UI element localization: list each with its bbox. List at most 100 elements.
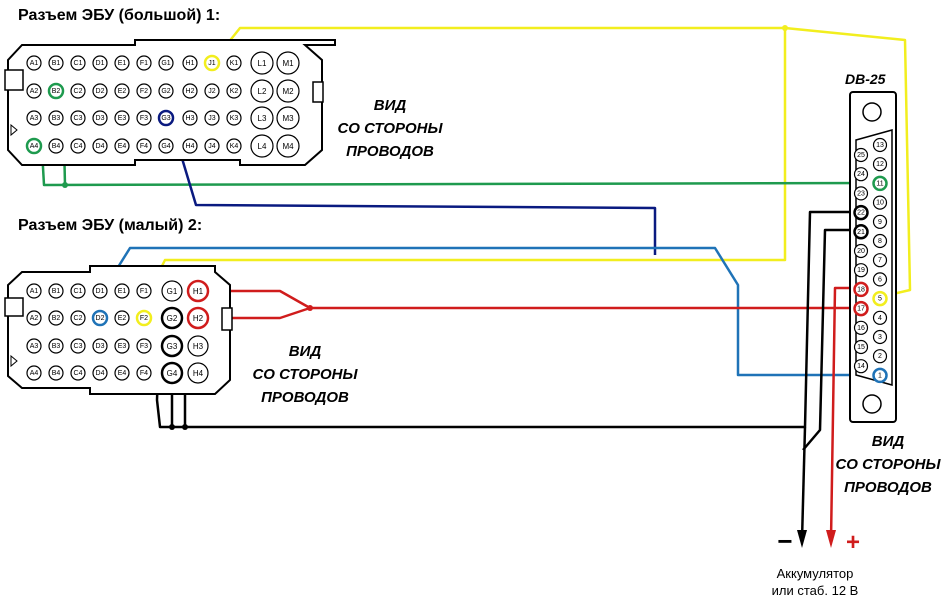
pin-circle bbox=[48, 310, 64, 326]
pin-label: B2 bbox=[52, 88, 61, 95]
small-pin-B3: B3 bbox=[48, 338, 64, 354]
pin-label: L4 bbox=[258, 142, 267, 151]
pin-label: E1 bbox=[118, 60, 127, 67]
pin-label: 10 bbox=[876, 200, 884, 207]
pin-label: A1 bbox=[30, 60, 39, 67]
pin-label: H3 bbox=[193, 342, 204, 351]
pin-label: B4 bbox=[52, 143, 61, 150]
pin-circle bbox=[158, 55, 174, 71]
battery-label: Аккумулятор bbox=[777, 566, 854, 581]
pin-label: K1 bbox=[230, 60, 239, 67]
view-label-line: ПРОВОДОВ bbox=[346, 143, 434, 160]
big-pin-F4: F4 bbox=[136, 138, 152, 154]
pin-label: H1 bbox=[193, 287, 204, 296]
big-pin-D3: D3 bbox=[92, 110, 108, 126]
pin-label: E3 bbox=[118, 115, 127, 122]
view-label-line: ВИД bbox=[872, 433, 905, 450]
labels: Разъем ЭБУ (большой) 1: Разъем ЭБУ (малы… bbox=[18, 7, 942, 598]
pin-circle bbox=[276, 79, 300, 103]
big-pin-E2: E2 bbox=[114, 83, 130, 99]
small-pin-F1: F1 bbox=[136, 283, 152, 299]
pin-label: J2 bbox=[208, 88, 216, 95]
pin-circle bbox=[70, 83, 86, 99]
pin-label: D4 bbox=[96, 143, 105, 150]
db25-pin-25: 25 bbox=[853, 147, 869, 163]
pin-label: A4 bbox=[30, 370, 39, 377]
pin-label: F3 bbox=[140, 343, 148, 350]
pin-label: H2 bbox=[193, 314, 204, 323]
small-connector-latch bbox=[4, 297, 24, 317]
small-connector-key bbox=[221, 307, 233, 331]
db25-pin-17: 17 bbox=[853, 300, 869, 317]
pin-circle bbox=[92, 365, 108, 381]
pin-circle bbox=[48, 338, 64, 354]
pin-circle bbox=[48, 283, 64, 299]
pin-circle bbox=[160, 334, 184, 358]
pin-label: D3 bbox=[96, 343, 105, 350]
minus-arrow-icon bbox=[797, 530, 807, 548]
small-pin-E2: E2 bbox=[114, 310, 130, 326]
pin-circle bbox=[136, 110, 152, 126]
small-pin-C2: C2 bbox=[70, 310, 86, 326]
big-connector-arrow-icon bbox=[10, 123, 18, 137]
pin-circle bbox=[157, 109, 175, 127]
pin-label: F2 bbox=[140, 315, 148, 322]
pin-label: C2 bbox=[74, 88, 83, 95]
pin-circle bbox=[26, 83, 42, 99]
db25-pin-6: 6 bbox=[872, 272, 888, 287]
pin-label: B3 bbox=[52, 343, 61, 350]
big-pin-G3: G3 bbox=[157, 109, 175, 127]
small-pin-A2: A2 bbox=[26, 310, 42, 326]
pin-circle bbox=[48, 110, 64, 126]
pin-label: 13 bbox=[876, 142, 884, 149]
pin-circle bbox=[853, 147, 869, 163]
pin-label: 19 bbox=[857, 267, 865, 274]
pin-label: M4 bbox=[282, 142, 294, 151]
small-pin-G4: G4 bbox=[160, 361, 184, 385]
pin-circle bbox=[186, 306, 210, 330]
pin-circle bbox=[92, 55, 108, 71]
big-pin-E1: E1 bbox=[114, 55, 130, 71]
small-pin-D2: D2 bbox=[91, 309, 109, 327]
pin-label: 23 bbox=[857, 190, 865, 197]
db25-pin-19: 19 bbox=[853, 263, 869, 278]
small-pin-D3: D3 bbox=[92, 338, 108, 354]
pin-circle bbox=[853, 263, 869, 278]
pin-circle bbox=[135, 309, 153, 327]
db25-pin-22: 22 bbox=[853, 204, 869, 221]
db25-pin-20: 20 bbox=[853, 243, 869, 259]
pin-circle bbox=[114, 110, 130, 126]
pin-label: A3 bbox=[30, 115, 39, 122]
big-pin-E3: E3 bbox=[114, 110, 130, 126]
pin-label: G3 bbox=[161, 115, 170, 122]
wire-black-21 bbox=[802, 228, 861, 451]
pin-label: G1 bbox=[161, 60, 170, 67]
pin-circle bbox=[872, 195, 888, 210]
pin-circle bbox=[853, 339, 869, 355]
pin-circle bbox=[70, 55, 86, 71]
big-pin-F3: F3 bbox=[136, 110, 152, 126]
big-pin-J1: J1 bbox=[203, 54, 221, 72]
small-pin-G3: G3 bbox=[160, 334, 184, 358]
pin-label: D1 bbox=[96, 60, 105, 67]
pin-circle bbox=[204, 83, 220, 99]
pin-label: 6 bbox=[878, 276, 882, 283]
pin-label: C4 bbox=[74, 370, 83, 377]
big-pin-C1: C1 bbox=[70, 55, 86, 71]
pin-circle bbox=[136, 83, 152, 99]
pin-label: F1 bbox=[140, 288, 148, 295]
pin-circle bbox=[70, 365, 86, 381]
pin-label: 12 bbox=[876, 161, 884, 168]
pin-label: B3 bbox=[52, 115, 61, 122]
pin-circle bbox=[158, 138, 174, 154]
db25-pin-4: 4 bbox=[872, 310, 888, 325]
db25-pin-24: 24 bbox=[853, 167, 869, 182]
view-label-line: ПРОВОДОВ bbox=[844, 479, 932, 496]
big-connector-key bbox=[312, 81, 324, 103]
pin-label: H4 bbox=[186, 143, 195, 150]
pin-label: G4 bbox=[167, 369, 178, 378]
small-pin-G2: G2 bbox=[160, 306, 184, 330]
pin-label: G1 bbox=[167, 287, 178, 296]
small-connector-title: Разъем ЭБУ (малый) 2: bbox=[18, 217, 202, 234]
